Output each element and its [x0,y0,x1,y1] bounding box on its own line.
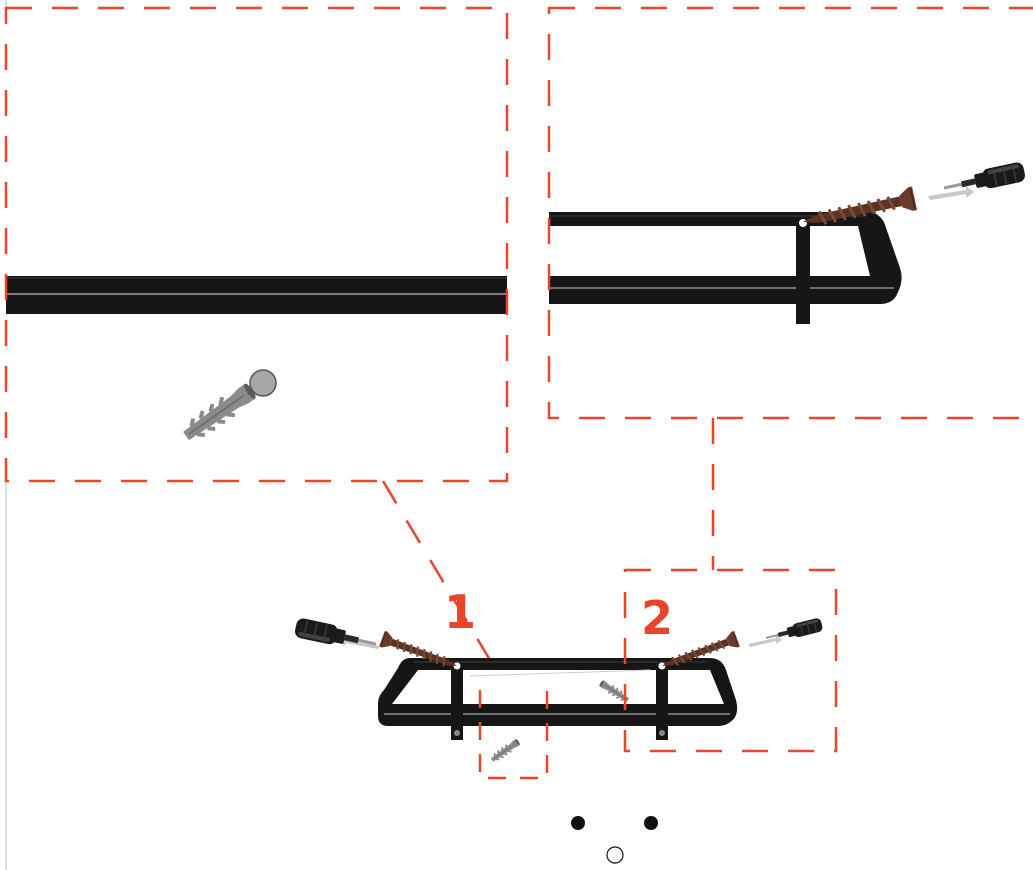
wall-anchor-icon [488,737,522,765]
detail-panel-2 [547,6,1033,420]
step-number-1: 1 [444,585,476,639]
wall-bracket [451,664,463,740]
callout-box-1 [478,690,549,780]
wall-bracket [656,664,668,740]
frame-rail [549,212,902,304]
step-number-2: 2 [641,591,673,645]
pagination-dot-icon[interactable] [571,816,585,830]
leader-line-1 [381,480,492,661]
direction-arrow [748,635,782,647]
hole-dot-icon [249,369,277,397]
callout-box-2 [623,568,838,753]
pagination [571,816,658,864]
main-assembly [292,616,824,765]
screwdriver-icon[interactable] [292,616,379,655]
wall-bracket [796,220,810,324]
direction-arrow [928,186,974,200]
pagination-dot-icon[interactable] [606,846,624,864]
direction-arrow [340,637,380,649]
shelf-frame [378,658,738,726]
pagination-dot-icon[interactable] [644,816,658,830]
detail-panel-1 [4,6,509,483]
frame-rail [6,276,507,314]
